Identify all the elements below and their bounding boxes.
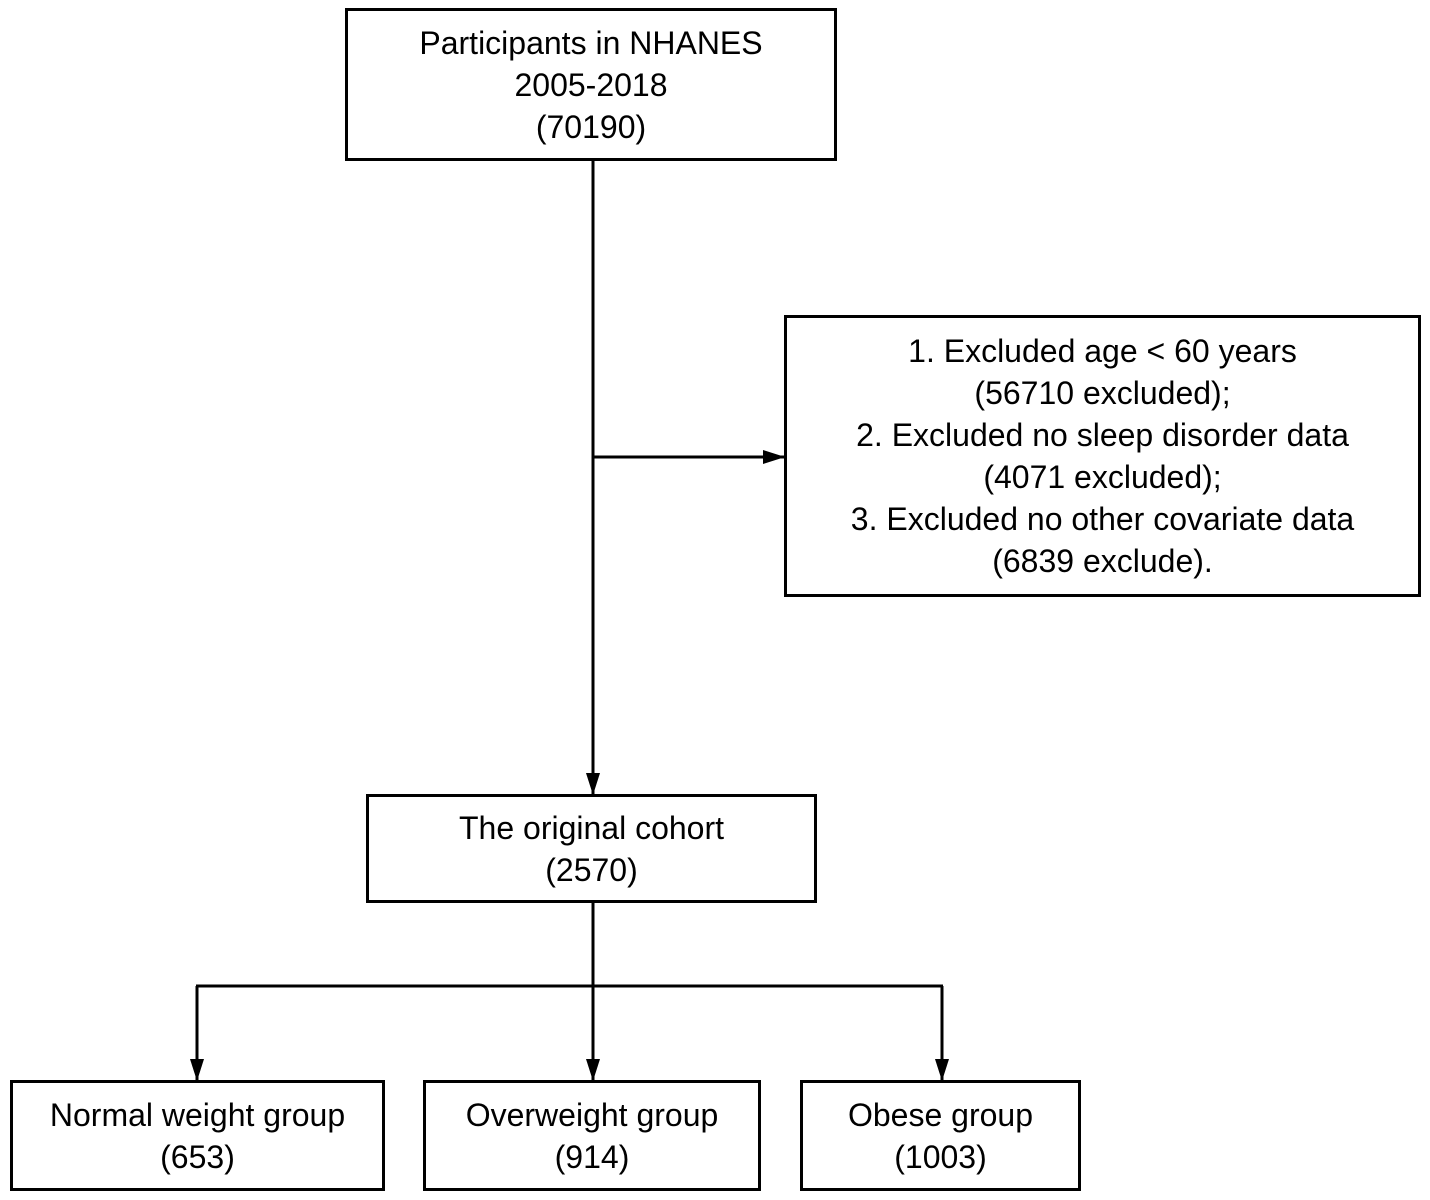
- normal-weight-count: (653): [160, 1138, 235, 1175]
- exclusion-2-label: 2. Excluded no sleep disorder data: [856, 417, 1349, 453]
- exclusion-criteria-box: 1. Excluded age < 60 years (56710 exclud…: [784, 315, 1421, 597]
- exclusion-1-count: (56710 excluded);: [974, 375, 1231, 411]
- original-cohort-box: The original cohort (2570): [366, 794, 817, 903]
- exclusion-3-count: (6839 exclude).: [992, 543, 1213, 579]
- participants-title: Participants in NHANES: [419, 24, 763, 61]
- obese-count: (1003): [894, 1138, 987, 1175]
- cohort-title: The original cohort: [458, 809, 725, 846]
- overweight-title: Overweight group: [465, 1096, 719, 1133]
- exclusion-1-label: 1. Excluded age < 60 years: [908, 333, 1297, 369]
- participants-years: 2005-2018: [514, 66, 668, 103]
- participants-count: (70190): [535, 108, 647, 145]
- normal-weight-title: Normal weight group: [49, 1096, 346, 1133]
- normal-weight-group-box: Normal weight group (653): [10, 1080, 385, 1191]
- overweight-group-box: Overweight group (914): [423, 1080, 761, 1191]
- overweight-count: (914): [554, 1138, 630, 1175]
- exclusion-2-count: (4071 excluded);: [983, 459, 1222, 495]
- cohort-count: (2570): [545, 851, 638, 888]
- obese-group-box: Obese group (1003): [800, 1080, 1081, 1191]
- participants-box: Participants in NHANES 2005-2018 (70190): [345, 8, 837, 161]
- exclusion-3-label: 3. Excluded no other covariate data: [850, 501, 1355, 537]
- obese-title: Obese group: [847, 1096, 1033, 1133]
